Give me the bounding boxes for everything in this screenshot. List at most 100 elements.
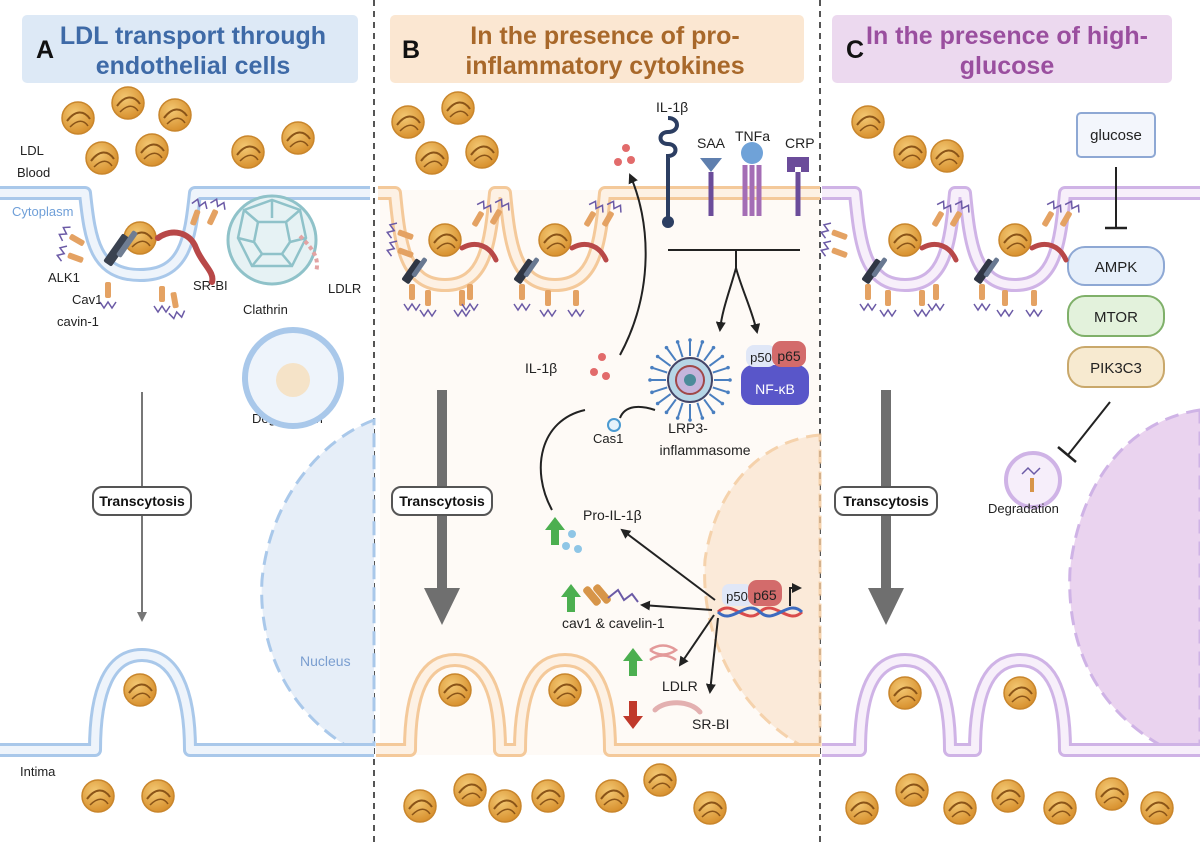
transcytosis-pill-b: Transcytosis	[391, 486, 493, 516]
srbi-receptor	[1029, 242, 1069, 263]
label-degradation-c: Degradation	[988, 501, 1059, 516]
srbi-receptor	[459, 242, 499, 263]
caveolin-cluster	[996, 290, 1014, 318]
nfkb-complex: p50 p65 NF-κB	[741, 341, 809, 405]
panel-a-title-box	[22, 15, 358, 83]
ldl-particle	[231, 135, 265, 169]
ldl-particle	[453, 773, 487, 807]
ldl-particle	[1043, 791, 1077, 825]
label-glucose: glucose	[1090, 127, 1142, 144]
label-cas1: Cas1	[593, 431, 623, 446]
caveolin-cluster	[513, 284, 531, 312]
ldl-particle	[888, 223, 922, 257]
label-ldlr-a: LDLR	[328, 281, 361, 296]
ldl-particle	[930, 139, 964, 173]
transcytosis-pill-c: Transcytosis	[834, 486, 938, 516]
panel-c-title-line2: glucose	[960, 52, 1055, 80]
alk1-receptor	[514, 257, 539, 284]
caveolin-cluster	[490, 198, 510, 225]
membrane-top-a	[0, 186, 370, 282]
caveolin-cluster	[453, 290, 471, 318]
ldl-particle	[111, 86, 145, 120]
label-il1b-top: IL-1β	[656, 99, 688, 115]
label-blood: Blood	[17, 165, 50, 180]
caveolin-cluster	[461, 284, 479, 312]
label-mtor: MTOR	[1094, 309, 1138, 326]
ldl-particles	[61, 86, 1174, 825]
label-nfkb: NF-κB	[755, 381, 795, 397]
label-cytoplasm: Cytoplasm	[12, 204, 73, 219]
label-pro-il1b: Pro-IL-1β	[583, 507, 642, 523]
ldl-particle	[998, 223, 1032, 257]
panel-b-letter: B	[402, 36, 420, 64]
panel-b-title-line1: In the presence of pro-	[470, 22, 739, 50]
panel-c-title: C In the presence of high- glucose	[832, 15, 1172, 83]
ldl-particle	[488, 789, 522, 823]
caveolin-cluster	[567, 290, 585, 318]
caveolin-cluster	[168, 292, 186, 320]
lysosome-a	[242, 327, 344, 429]
dna-transcription: p50 p65	[716, 580, 804, 618]
panel-b-title: B In the presence of pro- inflammatory c…	[390, 15, 804, 83]
ldl-particle	[851, 105, 885, 139]
up-arrow-cav1	[561, 584, 581, 612]
label-p50: p50	[750, 350, 772, 365]
ldl-particle	[1095, 777, 1129, 811]
panel-c-title-box	[832, 15, 1172, 83]
lysosome-c	[1004, 451, 1062, 509]
membrane-proteins	[55, 197, 1080, 320]
label-ldl: LDL	[20, 143, 44, 158]
label-lrp3-line1: LRP3-	[668, 420, 708, 436]
up-arrow-ldlr	[623, 648, 643, 676]
caveolin-cluster	[207, 198, 226, 226]
caveolin-cluster	[1042, 200, 1062, 227]
caveolin-cluster	[472, 200, 492, 227]
label-alk1: ALK1	[48, 270, 80, 285]
caveolin-cluster	[190, 197, 208, 226]
caveolin-cluster	[1060, 200, 1080, 227]
ldl-particle	[281, 121, 315, 155]
panel-c-title-line1: In the presence of high-	[866, 22, 1148, 50]
ldl-particle	[893, 135, 927, 169]
transcytosis-pill-a: Transcytosis	[92, 486, 192, 516]
ldl-particle	[943, 791, 977, 825]
inflammasome-spikes	[648, 338, 732, 422]
srbi-receptor	[569, 242, 609, 263]
ldl-particle	[81, 779, 115, 813]
ldl-particle	[595, 779, 629, 813]
membrane-bottom-c	[822, 653, 1200, 757]
glucose-box	[1076, 112, 1156, 158]
caveolin-cluster	[419, 290, 437, 318]
caveolin-cluster	[879, 290, 897, 318]
label-cavin1: cavin-1	[57, 314, 99, 329]
regulation-indicators	[545, 517, 643, 729]
label-ldlr-b: LDLR	[662, 678, 698, 694]
caveolin-cluster	[602, 200, 622, 227]
alk1-receptor	[862, 257, 887, 284]
nucleus-c	[1068, 408, 1200, 747]
ldl-particle	[391, 105, 425, 139]
caveolin-cluster	[385, 240, 414, 258]
label-crp: CRP	[785, 135, 815, 151]
dna-output-arrows	[620, 528, 719, 694]
label-p65: p65	[777, 348, 801, 364]
caveolin-cluster	[385, 222, 414, 240]
up-arrow-pro-il1b	[545, 517, 565, 545]
label-cav1: Cav1	[72, 292, 102, 307]
receptor-convergence	[668, 249, 800, 334]
caveolin-cluster	[913, 290, 931, 318]
nucleus-a	[260, 417, 376, 747]
caveolin-cluster	[932, 200, 952, 227]
caveolin-cluster	[55, 245, 84, 263]
ldl-particle	[845, 791, 879, 825]
panel-b-title-line2: inflammatory cytokines	[465, 52, 744, 80]
label-lrp3-line2: inflammasome	[659, 442, 750, 458]
panel-a-title-line1: LDL transport through	[60, 22, 326, 50]
label-intima: Intima	[20, 764, 56, 779]
ldl-particle	[1140, 791, 1174, 825]
caveolin-cluster	[950, 200, 970, 227]
caveolin-cluster	[859, 284, 877, 312]
label-srbi-b: SR-BI	[692, 716, 729, 732]
ldl-particle	[428, 223, 462, 257]
pik3c3-box	[1067, 346, 1165, 388]
